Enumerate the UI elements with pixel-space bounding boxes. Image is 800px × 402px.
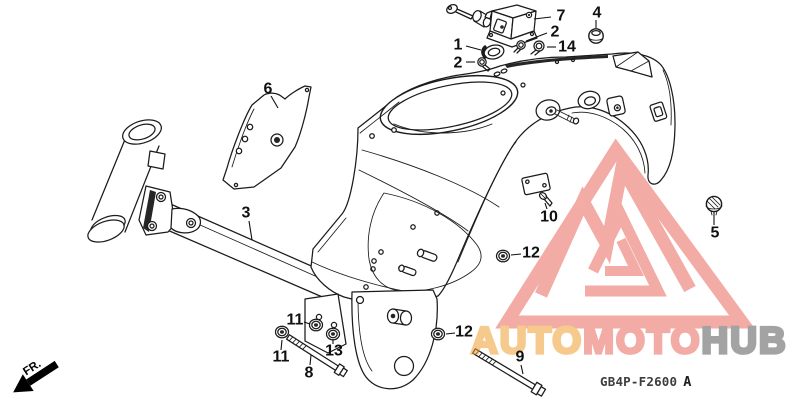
part-label-leader <box>510 253 522 256</box>
part-label: 2 <box>551 24 560 41</box>
part-label: 9 <box>516 349 525 366</box>
engine-hanger-bracket <box>304 289 438 390</box>
part-label-leader <box>465 45 482 51</box>
cap-part4 <box>588 28 604 44</box>
part-label: 13 <box>325 343 343 360</box>
part-label: 11 <box>287 312 304 329</box>
part-label-leader <box>544 202 548 210</box>
rear-tab <box>649 101 668 122</box>
part-label-leader <box>280 339 283 351</box>
bracket-plate-part6 <box>222 85 312 190</box>
part-label: 1 <box>454 37 463 54</box>
head-tube-gusset <box>138 185 202 236</box>
part-label: 10 <box>540 209 558 226</box>
part-label-leader <box>445 332 456 335</box>
nut-part13 <box>325 327 341 341</box>
part-label: 8 <box>305 365 314 382</box>
bolt-part8 <box>285 334 348 378</box>
watermark: AUTOMOTOHUB <box>469 138 788 363</box>
part-label-leader <box>525 32 548 42</box>
cable-clamp <box>398 264 417 277</box>
nut-part11-upper <box>308 318 324 332</box>
part-label: 11 <box>273 349 290 366</box>
front-arrow-icon <box>13 374 34 393</box>
square-hole <box>606 95 626 117</box>
nut-part12-lower <box>430 327 446 341</box>
part-label-leader <box>270 95 279 109</box>
part-label: 4 <box>593 5 602 22</box>
nut-part11-lower <box>274 325 290 339</box>
part-label-leader <box>248 220 253 241</box>
part-label: 7 <box>557 8 566 25</box>
nut-part12-upper <box>495 249 511 263</box>
part-label: 3 <box>242 205 251 222</box>
part-label-leader <box>533 16 552 20</box>
part-label: 12 <box>522 245 540 262</box>
frame-line-art <box>87 4 723 397</box>
automotohub-logo-spiral-inner-icon <box>605 237 644 276</box>
part-label: 5 <box>711 225 720 242</box>
screw-part10 <box>538 192 553 207</box>
plate-part10 <box>521 172 553 207</box>
watermark-brand-text: AUTOMOTOHUB <box>471 320 788 361</box>
part-label-leader <box>520 364 524 375</box>
bolt-part9 <box>472 348 547 397</box>
part-label: 2 <box>454 55 463 72</box>
mount-arm <box>170 207 202 234</box>
frame-body <box>310 51 676 308</box>
grommet-part5 <box>705 195 723 216</box>
cable-clamp <box>416 248 438 262</box>
automotohub-logo-spiral-outer-icon <box>585 202 667 297</box>
cable-tab <box>147 150 166 170</box>
lock-ring-part1 <box>481 44 505 60</box>
part-label: 14 <box>558 39 576 56</box>
part-label: 6 <box>264 81 273 98</box>
bolt-part2-upper <box>513 40 526 54</box>
bolt-part2-lower <box>477 57 491 72</box>
part-label-leader <box>303 321 311 325</box>
bolt-part14 <box>530 40 545 56</box>
front-direction-marker: FR. <box>13 358 59 393</box>
part-label: 12 <box>455 324 473 341</box>
seat-lock-assembly <box>446 4 538 48</box>
steering-head-tube <box>87 119 166 243</box>
part-label-leader <box>309 354 312 366</box>
